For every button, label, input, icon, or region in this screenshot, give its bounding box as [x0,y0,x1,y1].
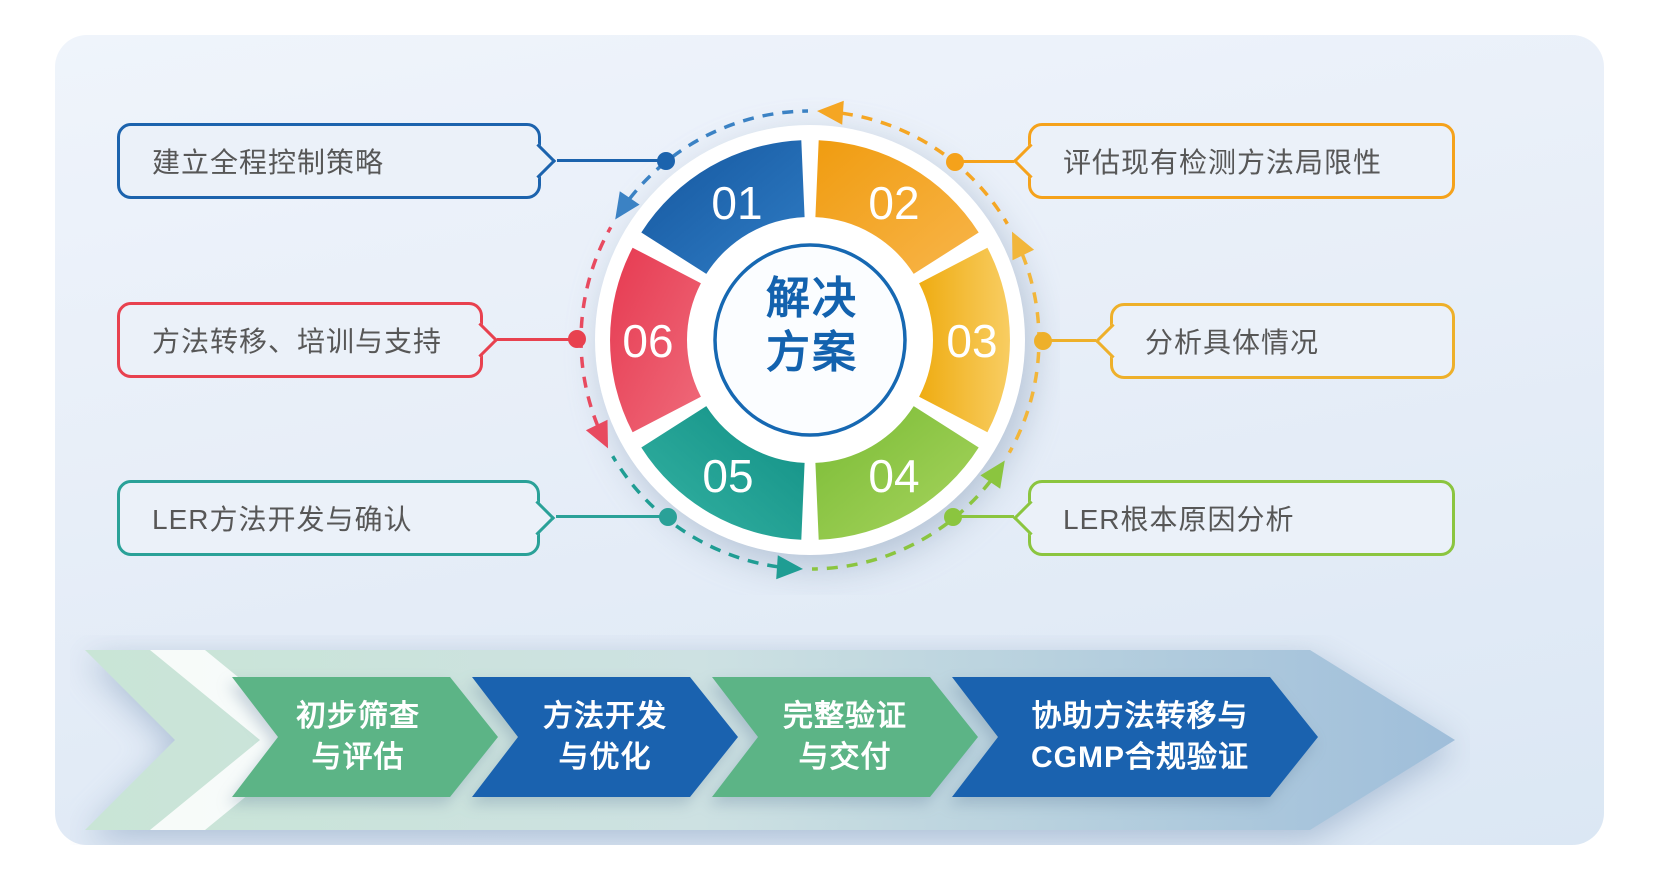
dashed-arc-green [811,479,992,571]
center-title: 解决 方案 [712,272,912,380]
dashed-arc-blue [628,109,809,200]
step-4-line1: 协助方法转移与 [1031,700,1249,733]
segment-03 [919,247,1010,433]
arrowhead-green [980,460,1005,489]
callout-text: LER方法开发与确认 [152,504,413,535]
ring-segments [610,140,1010,540]
arrowhead-orange [817,100,844,125]
step-2-line2: 与优化 [558,741,652,774]
segment-02 [815,140,979,274]
segment-06 [610,247,701,433]
step-3-line2: 与交付 [798,741,892,774]
connector-line-blue [557,159,669,162]
step-1-line2: 与评估 [311,741,405,774]
callout-text: 方法转移、培训与支持 [152,326,443,357]
step-label-1: 初步筛查 与评估 [240,696,476,778]
callout-analyze-situation: 分析具体情况 [1094,303,1455,379]
segment-number-02: 02 [868,177,919,229]
callout-text: 建立全程控制策略 [152,147,385,178]
step-chevron-3 [712,677,978,797]
callout-text: 评估现有检测方法局限性 [1063,147,1383,178]
step-1-line1: 初步筛查 [296,700,420,733]
segment-05 [641,406,805,540]
segment-04 [815,406,979,540]
segment-number-01: 01 [711,177,762,229]
center-title-line2: 方案 [766,328,858,377]
connector-line-orange [951,160,1014,163]
step-2-line1: 方法开发 [543,700,667,733]
connector-line-teal [556,515,672,518]
step-label-2: 方法开发 与优化 [487,696,723,778]
step-label-4: 协助方法转移与 CGMP合规验证 [972,696,1308,778]
arrowhead-red [585,419,608,449]
connector-line-green [949,515,1014,518]
connector-line-yellow [1039,339,1096,342]
step-4-line2: CGMP合规验证 [1031,741,1249,774]
arrowhead-blue [615,191,640,220]
segment-number-04: 04 [868,450,919,502]
step-chevron-2 [472,677,738,797]
segment-number-05: 05 [702,450,753,502]
callout-establish-control-strategy: 建立全程控制策略 [117,123,557,199]
segment-number-03: 03 [946,315,997,367]
dashed-arc-teal [611,455,779,569]
center-circle [713,243,907,437]
connector-dot-yellow [1034,332,1052,350]
arrowhead-yellow [1012,231,1035,261]
callout-method-transfer-training: 方法转移、培训与支持 [117,302,499,378]
segment-number-06: 06 [622,315,673,367]
callout-evaluate-method-limitations: 评估现有检测方法局限性 [1012,123,1455,199]
cycle-arrowheads [585,100,1035,580]
segment-01 [641,140,805,274]
cycle-diagram: 01 02 03 04 05 06 [579,100,1041,580]
segment-numbers: 01 02 03 04 05 06 [622,177,997,502]
connector-dot-teal [659,508,677,526]
step-chevron-1 [232,677,498,797]
callout-text: LER根本原因分析 [1063,504,1295,535]
process-step-chevrons [232,677,1318,797]
callout-ler-method-development: LER方法开发与确认 [117,480,556,556]
connector-line-red [497,338,581,341]
callout-text: 分析具体情况 [1145,327,1320,358]
cycle-dashed-arcs [579,109,1041,571]
connector-dot-orange [946,153,964,171]
dashed-arc-yellow [1007,253,1041,454]
arrowhead-teal [776,555,803,580]
dashed-arc-red [579,226,613,427]
connector-dot-blue [657,152,675,170]
connector-dot-red [568,330,586,348]
process-band [85,650,1455,830]
dashed-arc-orange [841,111,1009,225]
step-label-3: 完整验证 与交付 [727,696,963,778]
step-chevron-4 [952,677,1318,797]
step-3-line1: 完整验证 [783,700,907,733]
callout-ler-root-cause: LER根本原因分析 [1012,480,1455,556]
connector-dot-green [944,508,962,526]
center-title-line1: 解决 [766,274,858,323]
